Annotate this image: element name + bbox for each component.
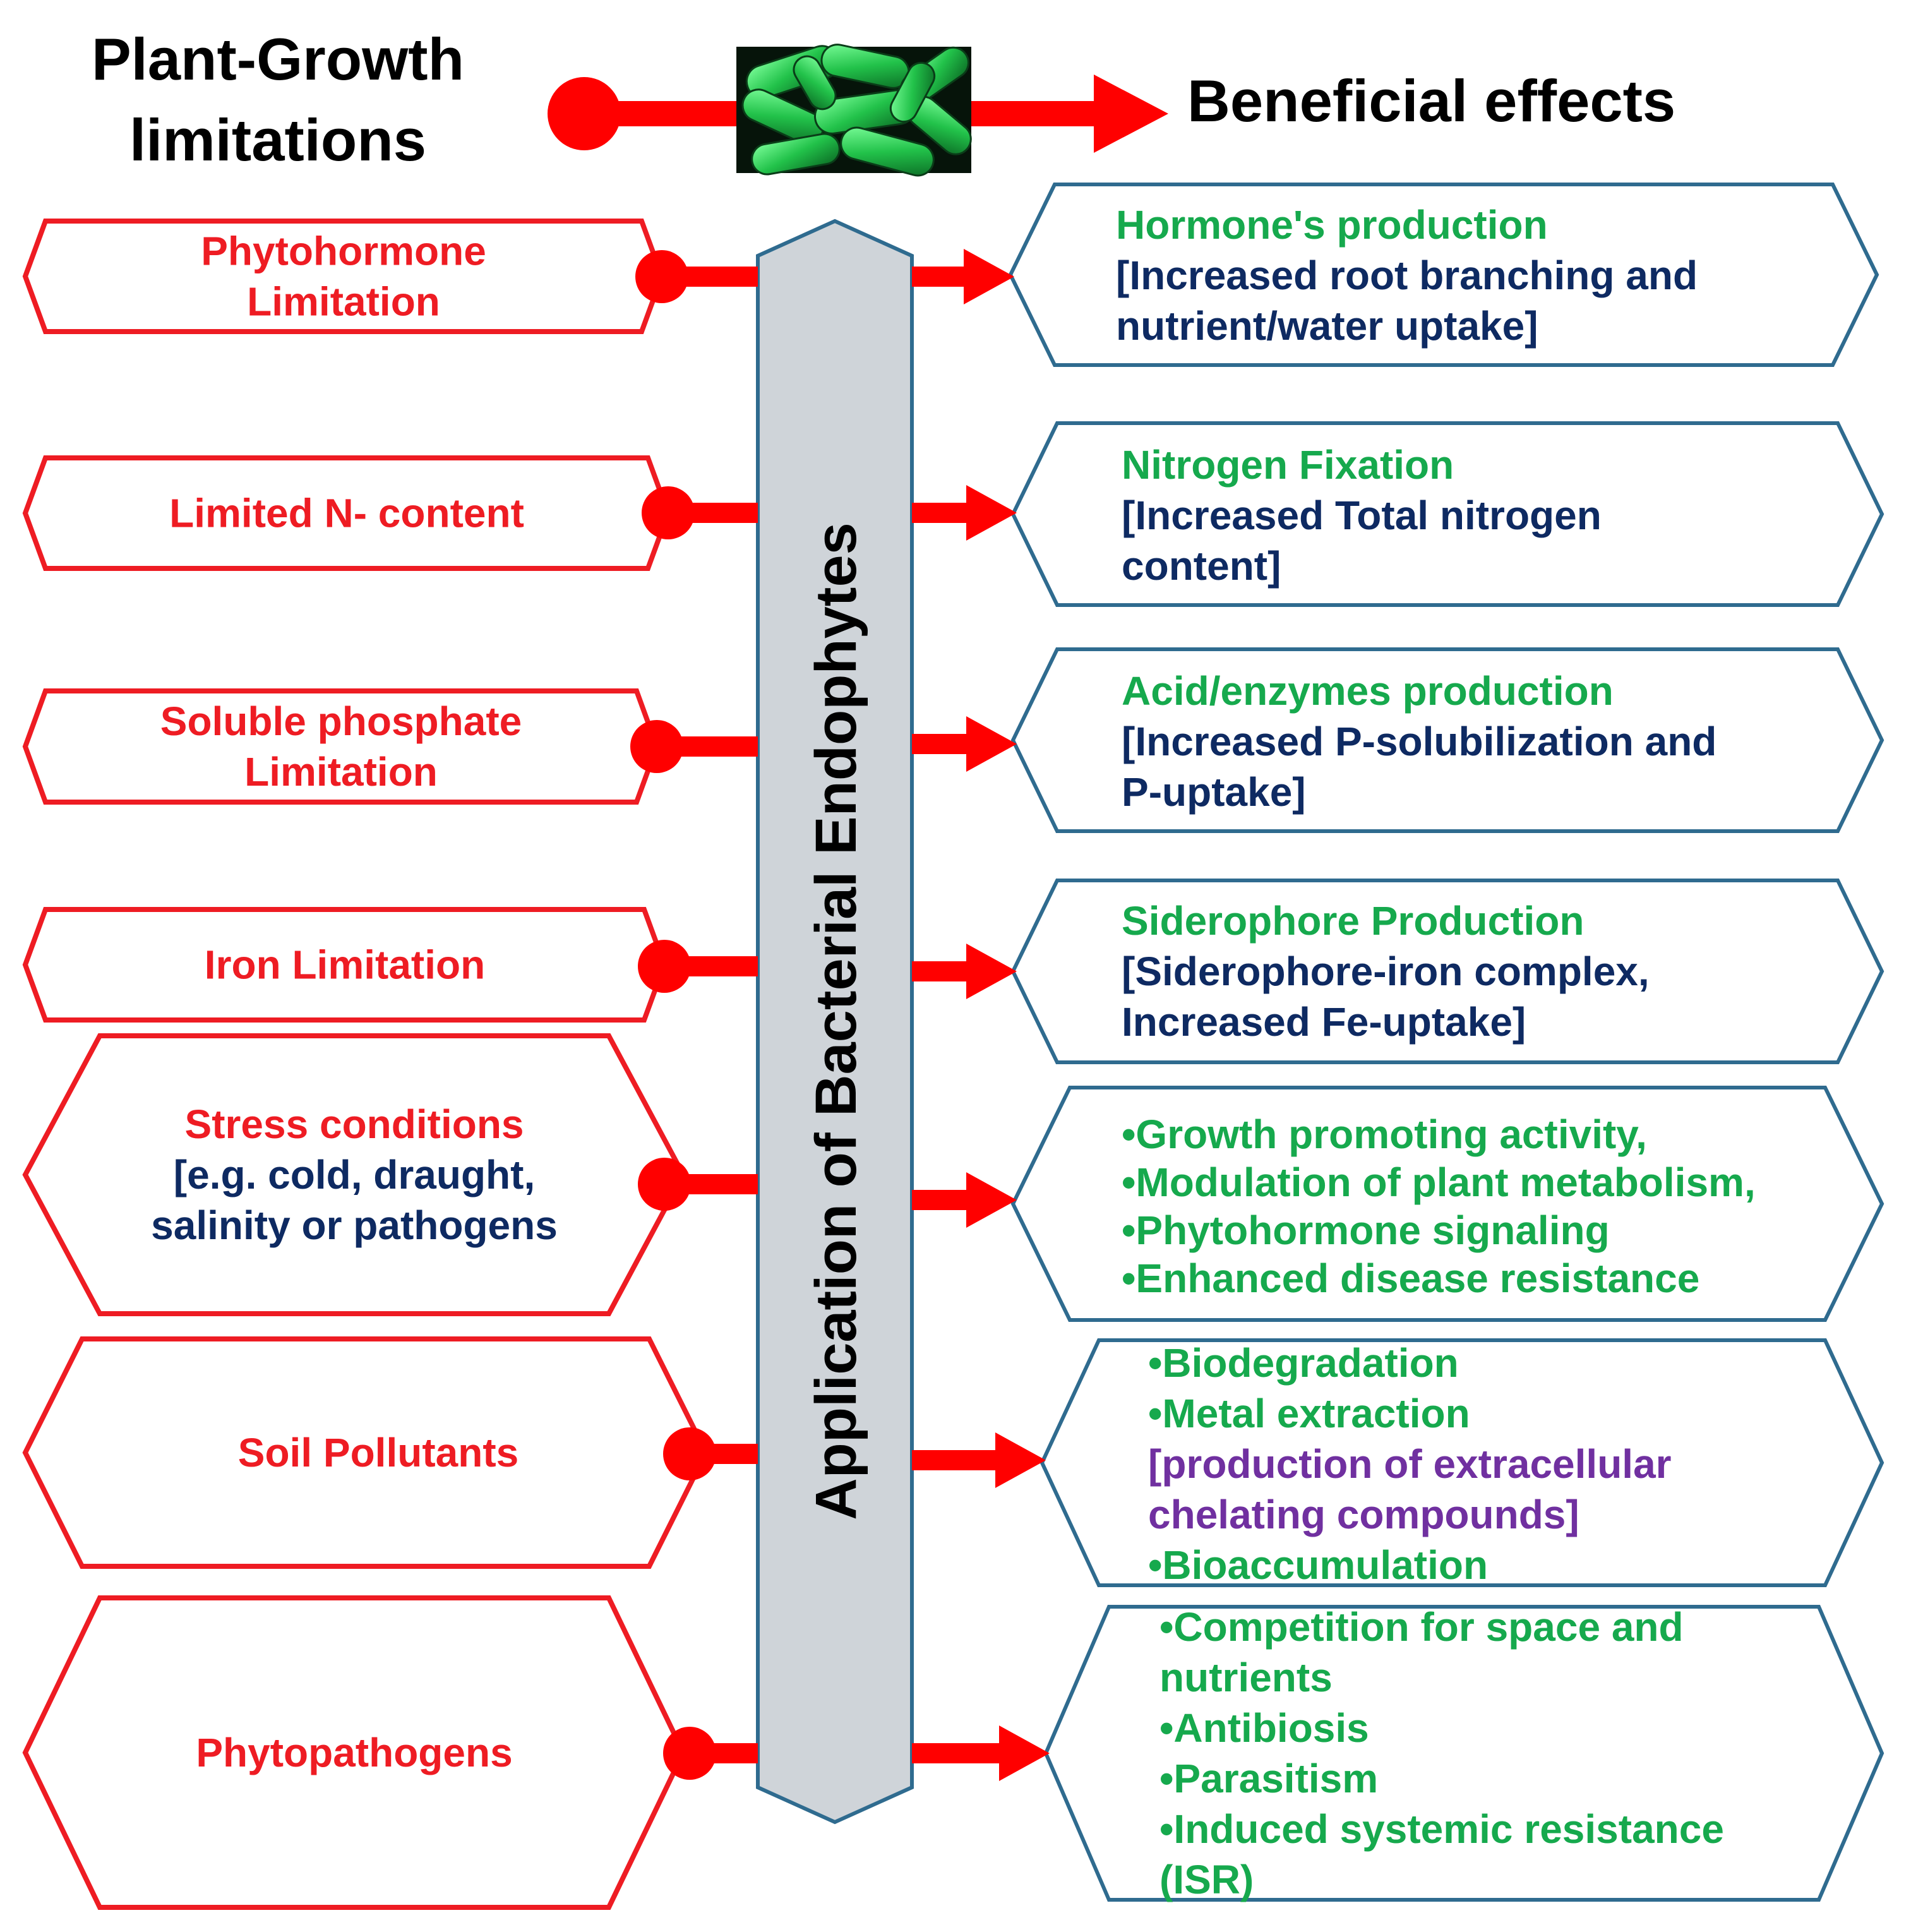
center-bar-shape <box>756 219 914 1825</box>
effect-row-7: •Competition for space and nutrients •Anti… <box>912 1604 1884 1902</box>
effect-text: •Metal extraction <box>1148 1391 1470 1436</box>
limitation-text: Limitation <box>247 279 440 325</box>
effect-text: •Phytohormone signaling <box>1122 1208 1610 1253</box>
effect-text: •Induced systemic resistance <box>1159 1806 1724 1852</box>
limitation-text: salinity or pathogens <box>151 1203 558 1248</box>
effect-arrow-line <box>912 961 973 981</box>
effect-box <box>1043 1605 1884 1902</box>
limitation-box <box>22 455 671 571</box>
effect-arrow-line <box>912 734 973 754</box>
effect-arrow-line <box>912 503 973 523</box>
left-header-line-1: Plant-Growth <box>92 26 464 92</box>
limitation-connector-dot <box>663 1727 716 1780</box>
effect-arrow-head <box>966 716 1017 772</box>
limitation-connector-dot <box>638 1158 691 1211</box>
effect-arrow-line <box>912 1450 1002 1470</box>
effect-text: •Enhanced disease resistance <box>1122 1256 1699 1301</box>
effect-arrow-head <box>966 944 1017 999</box>
effect-box <box>1010 647 1884 833</box>
effect-text: •Competition for space and <box>1159 1604 1684 1650</box>
effect-text: •Modulation of plant metabolism, <box>1122 1160 1756 1205</box>
right-header: Beneficial effects <box>1187 68 1675 134</box>
effect-text: [Increased P-solubilization and <box>1122 719 1716 764</box>
effect-arrow-line <box>912 1190 973 1210</box>
limitation-row-4: Iron Limitation <box>22 907 758 1023</box>
limitation-text: Stress conditions <box>185 1101 524 1147</box>
effect-text: [Increased Total nitrogen <box>1122 493 1602 538</box>
limitation-connector-dot <box>638 940 691 993</box>
effect-text: P-uptake] <box>1122 769 1306 815</box>
limitation-box <box>22 1033 686 1316</box>
effect-row-6: •Biodegradation •Metal extraction [product… <box>912 1338 1884 1588</box>
bacteria-image-icon <box>736 44 972 177</box>
limitation-box <box>22 1336 709 1569</box>
effect-text: [Siderophore-iron complex, <box>1122 949 1650 994</box>
limitation-box <box>22 219 665 334</box>
effect-text: Siderophore Production <box>1122 898 1584 944</box>
effect-text: Acid/enzymes production <box>1122 668 1614 714</box>
effect-text: [production of extracellular <box>1148 1441 1672 1487</box>
limitation-connector-dot <box>663 1427 716 1480</box>
effect-row-5: •Growth promoting activity,•Modulation o… <box>912 1086 1884 1322</box>
effect-arrow-line <box>912 267 970 287</box>
effect-arrow-line <box>912 1743 1005 1763</box>
center-bar-label: Application of Bacterial Endophytes <box>804 522 868 1520</box>
limitation-text: [e.g. cold, draught, <box>174 1152 535 1197</box>
effect-text: Hormone's production <box>1116 202 1548 248</box>
effect-box <box>1010 1086 1884 1322</box>
limitation-row-6: Soil Pollutants <box>22 1336 758 1569</box>
effect-text: •Antibiosis <box>1159 1705 1369 1751</box>
limitation-text: Iron Limitation <box>205 942 485 988</box>
limitation-text: Limited N- content <box>169 491 524 536</box>
effect-text: [Increased root branching and <box>1116 253 1698 298</box>
header-arrow-head <box>1094 75 1168 153</box>
effect-box <box>1039 1338 1884 1587</box>
limitation-box <box>22 1595 686 1910</box>
effect-text: •Biodegradation <box>1148 1340 1459 1386</box>
header-line-left <box>584 101 739 126</box>
effect-text: (ISR) <box>1159 1857 1254 1902</box>
limitation-text: Phytohormone <box>201 229 486 274</box>
limitation-text: Soluble phosphate <box>160 699 522 744</box>
limitation-text: Phytopathogens <box>196 1730 512 1775</box>
limitation-connector-dot <box>635 250 688 303</box>
effect-text: •Growth promoting activity, <box>1122 1112 1647 1157</box>
effect-text: Increased Fe-uptake] <box>1122 999 1526 1045</box>
effect-row-4: Siderophore Production [Siderophore-iron … <box>912 879 1884 1064</box>
effect-text: content] <box>1122 543 1281 589</box>
limitation-text: Limitation <box>244 749 438 795</box>
effect-text: nutrients <box>1159 1655 1333 1700</box>
effect-arrow-head <box>966 485 1017 541</box>
center-bar: Application of Bacterial Endophytes <box>756 219 914 1825</box>
effect-arrow-head <box>966 1172 1017 1228</box>
limitation-row-7: Phytopathogens <box>22 1595 758 1910</box>
limitation-box <box>22 907 668 1023</box>
effect-row-2: Nitrogen Fixation [Increased Total nitrog… <box>912 421 1884 607</box>
effect-text: Nitrogen Fixation <box>1122 442 1454 488</box>
effect-row-3: Acid/enzymes production [Increased P-solu… <box>912 647 1884 833</box>
effect-row-1: Hormone's production [Increased root bran… <box>912 183 1879 367</box>
effect-arrow-head <box>995 1432 1046 1488</box>
effect-text: nutrient/water uptake] <box>1116 303 1538 349</box>
limitation-connector-dot <box>642 486 695 539</box>
limitation-row-5: Stress conditions [e.g. cold, draught, sal… <box>22 1033 758 1316</box>
left-header-line-2: limitations <box>129 107 426 173</box>
header-connector <box>548 75 1168 153</box>
limitation-box <box>22 688 660 805</box>
header-line-right <box>969 101 1105 126</box>
limitation-connector-dot <box>630 720 683 773</box>
effect-text: •Parasitism <box>1159 1756 1378 1801</box>
limitation-row-2: Limited N- content <box>22 455 758 571</box>
effect-arrow-head <box>964 249 1014 304</box>
effect-arrow-head <box>999 1725 1050 1781</box>
limitation-text: Soil Pollutants <box>238 1430 518 1475</box>
effect-text: •Bioaccumulation <box>1148 1542 1488 1588</box>
effect-text: chelating compounds] <box>1148 1492 1579 1537</box>
